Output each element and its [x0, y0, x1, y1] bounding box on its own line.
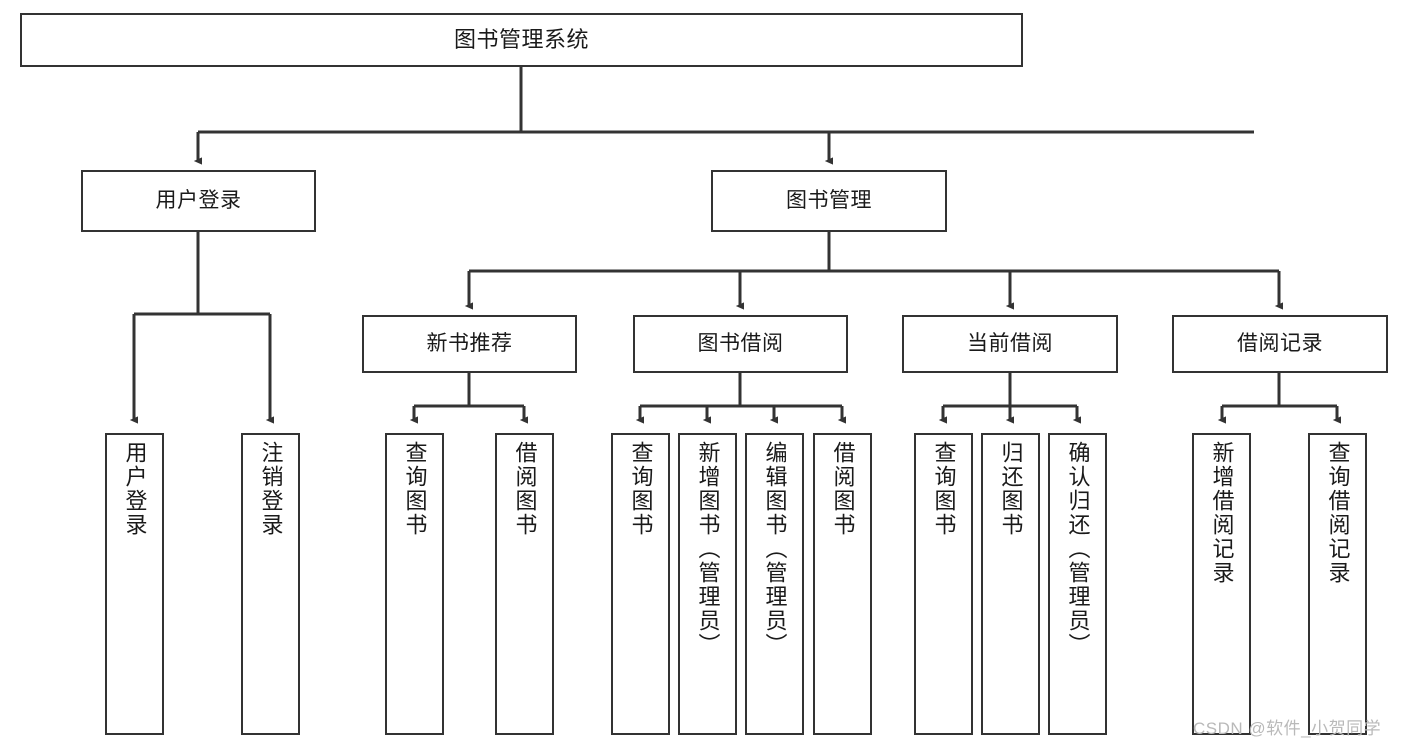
node-leaf-query-book-current-label: 查询图书 — [931, 441, 957, 537]
node-leaf-add-book-admin[interactable]: 新增图书（管理员） — [678, 433, 737, 735]
edge-bookborrow-to-leaves — [635, 373, 847, 424]
node-leaf-query-book-current[interactable]: 查询图书 — [914, 433, 973, 735]
node-new-book-recommend-label: 新书推荐 — [426, 331, 513, 355]
node-leaf-query-book-recommend-label: 查询图书 — [402, 441, 428, 537]
node-user-login[interactable]: 用户登录 — [81, 170, 316, 232]
node-leaf-borrow-book-recommend[interactable]: 借阅图书 — [495, 433, 554, 735]
edge-bookmgmt-to-level3 — [464, 232, 1284, 310]
node-leaf-borrow-book-label: 借阅图书 — [830, 441, 856, 537]
node-leaf-query-borrow-record[interactable]: 查询借阅记录 — [1308, 433, 1367, 735]
node-leaf-user-login[interactable]: 用户登录 — [105, 433, 164, 735]
node-leaf-confirm-return-admin[interactable]: 确认归还（管理员） — [1048, 433, 1107, 735]
node-book-management[interactable]: 图书管理 — [711, 170, 947, 232]
node-new-book-recommend[interactable]: 新书推荐 — [362, 315, 577, 373]
node-leaf-return-book-label: 归还图书 — [998, 441, 1024, 537]
node-leaf-logout-label: 注销登录 — [258, 441, 284, 537]
node-leaf-query-book-borrow[interactable]: 查询图书 — [611, 433, 670, 735]
edge-userlogin-to-leaves — [129, 232, 275, 424]
node-book-borrow-label: 图书借阅 — [697, 331, 784, 355]
node-root-system-label: 图书管理系统 — [453, 27, 589, 53]
node-leaf-query-borrow-record-label: 查询借阅记录 — [1325, 441, 1351, 585]
node-leaf-user-login-label: 用户登录 — [122, 441, 148, 537]
node-borrow-record[interactable]: 借阅记录 — [1172, 315, 1388, 373]
node-leaf-return-book[interactable]: 归还图书 — [981, 433, 1040, 735]
node-current-borrow-label: 当前借阅 — [967, 331, 1053, 355]
node-book-management-label: 图书管理 — [786, 188, 872, 212]
node-leaf-edit-book-admin[interactable]: 编辑图书（管理员） — [745, 433, 804, 735]
edge-currentborrow-to-leaves — [938, 373, 1082, 424]
node-book-borrow[interactable]: 图书借阅 — [633, 315, 848, 373]
node-leaf-logout[interactable]: 注销登录 — [241, 433, 300, 735]
edge-newbook-to-leaves — [409, 373, 529, 424]
node-leaf-add-borrow-record-label: 新增借阅记录 — [1209, 441, 1235, 585]
node-current-borrow[interactable]: 当前借阅 — [902, 315, 1118, 373]
node-user-login-label: 用户登录 — [155, 188, 242, 212]
node-leaf-query-book-borrow-label: 查询图书 — [628, 441, 654, 537]
edge-borrowrecord-to-leaves — [1217, 373, 1342, 424]
node-leaf-borrow-book-recommend-label: 借阅图书 — [512, 441, 538, 537]
edge-root-to-level2 — [193, 67, 1254, 165]
node-leaf-add-book-admin-label: 新增图书（管理员） — [695, 441, 721, 657]
node-leaf-edit-book-admin-label: 编辑图书（管理员） — [762, 441, 788, 657]
node-borrow-record-label: 借阅记录 — [1237, 331, 1323, 355]
node-leaf-add-borrow-record[interactable]: 新增借阅记录 — [1192, 433, 1251, 735]
node-leaf-query-book-recommend[interactable]: 查询图书 — [385, 433, 444, 735]
node-root-system[interactable]: 图书管理系统 — [20, 13, 1023, 67]
node-leaf-borrow-book[interactable]: 借阅图书 — [813, 433, 872, 735]
node-leaf-confirm-return-admin-label: 确认归还（管理员） — [1065, 441, 1091, 657]
